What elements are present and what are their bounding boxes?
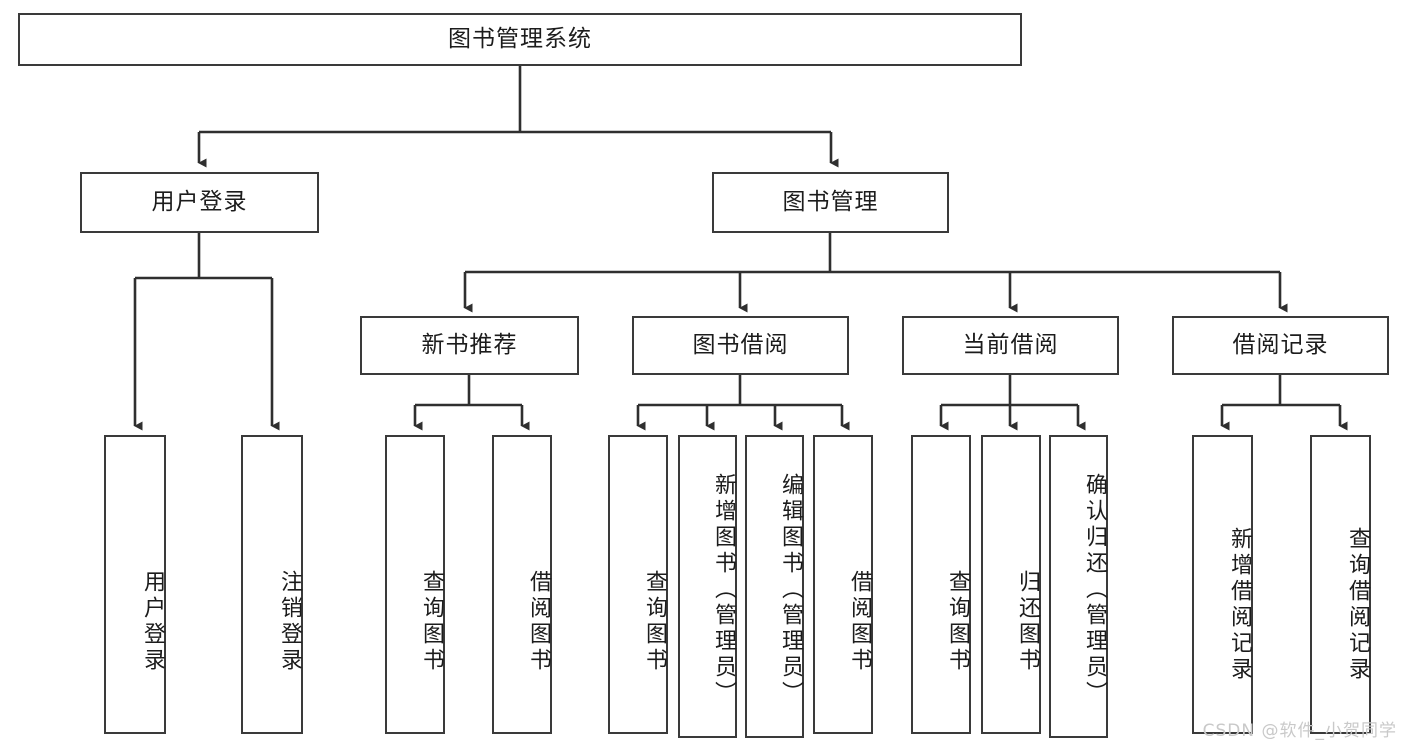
node-label: 借阅图书 — [847, 569, 872, 674]
leaf-current-query-book[interactable]: 查询图书 — [911, 435, 971, 734]
node-label: 图书借阅 — [692, 331, 789, 358]
node-user-login[interactable]: 用户登录 — [80, 172, 319, 233]
leaf-recommend-query-book[interactable]: 查询图书 — [385, 435, 445, 734]
node-label: 新增借阅记录 — [1227, 526, 1252, 683]
leaf-borrow-query-book[interactable]: 查询图书 — [608, 435, 668, 734]
leaf-current-return-book[interactable]: 归还图书 — [981, 435, 1041, 734]
node-label: 新书推荐 — [421, 331, 518, 358]
node-label: 查询图书 — [642, 569, 667, 674]
node-label: 编辑图书（管理员） — [778, 472, 803, 707]
node-label: 确认归还（管理员） — [1082, 472, 1107, 707]
leaf-records-add-record[interactable]: 新增借阅记录 — [1192, 435, 1253, 734]
leaf-records-query-record[interactable]: 查询借阅记录 — [1310, 435, 1371, 734]
node-label: 注销登录 — [277, 569, 302, 674]
node-root-system[interactable]: 图书管理系统 — [18, 13, 1022, 66]
leaf-user-login-login[interactable]: 用户登录 — [104, 435, 166, 734]
node-label: 借阅图书 — [526, 569, 551, 674]
node-book-management[interactable]: 图书管理 — [712, 172, 949, 233]
csdn-watermark: CSDN @软件_小贺同学 — [1202, 721, 1397, 741]
leaf-borrow-edit-book-admin[interactable]: 编辑图书（管理员） — [745, 435, 804, 738]
leaf-borrow-add-book-admin[interactable]: 新增图书（管理员） — [678, 435, 737, 738]
node-label: 用户登录 — [151, 188, 248, 215]
node-current-borrow[interactable]: 当前借阅 — [902, 316, 1119, 375]
node-label: 图书管理系统 — [448, 25, 592, 52]
node-label: 图书管理 — [782, 188, 879, 215]
node-label: 查询图书 — [419, 569, 444, 674]
node-new-book-recommend[interactable]: 新书推荐 — [360, 316, 579, 375]
leaf-user-login-logout[interactable]: 注销登录 — [241, 435, 303, 734]
node-label: 查询借阅记录 — [1345, 526, 1370, 683]
node-book-borrow[interactable]: 图书借阅 — [632, 316, 849, 375]
node-label: 新增图书（管理员） — [711, 472, 736, 707]
node-label: 查询图书 — [945, 569, 970, 674]
leaf-current-confirm-return-admin[interactable]: 确认归还（管理员） — [1049, 435, 1108, 738]
leaf-borrow-borrow-book[interactable]: 借阅图书 — [813, 435, 873, 734]
node-label: 用户登录 — [140, 569, 165, 674]
node-label: 归还图书 — [1015, 569, 1040, 674]
leaf-recommend-borrow-book[interactable]: 借阅图书 — [492, 435, 552, 734]
node-label: 借阅记录 — [1232, 331, 1329, 358]
node-label: 当前借阅 — [962, 331, 1059, 358]
node-borrow-records[interactable]: 借阅记录 — [1172, 316, 1389, 375]
